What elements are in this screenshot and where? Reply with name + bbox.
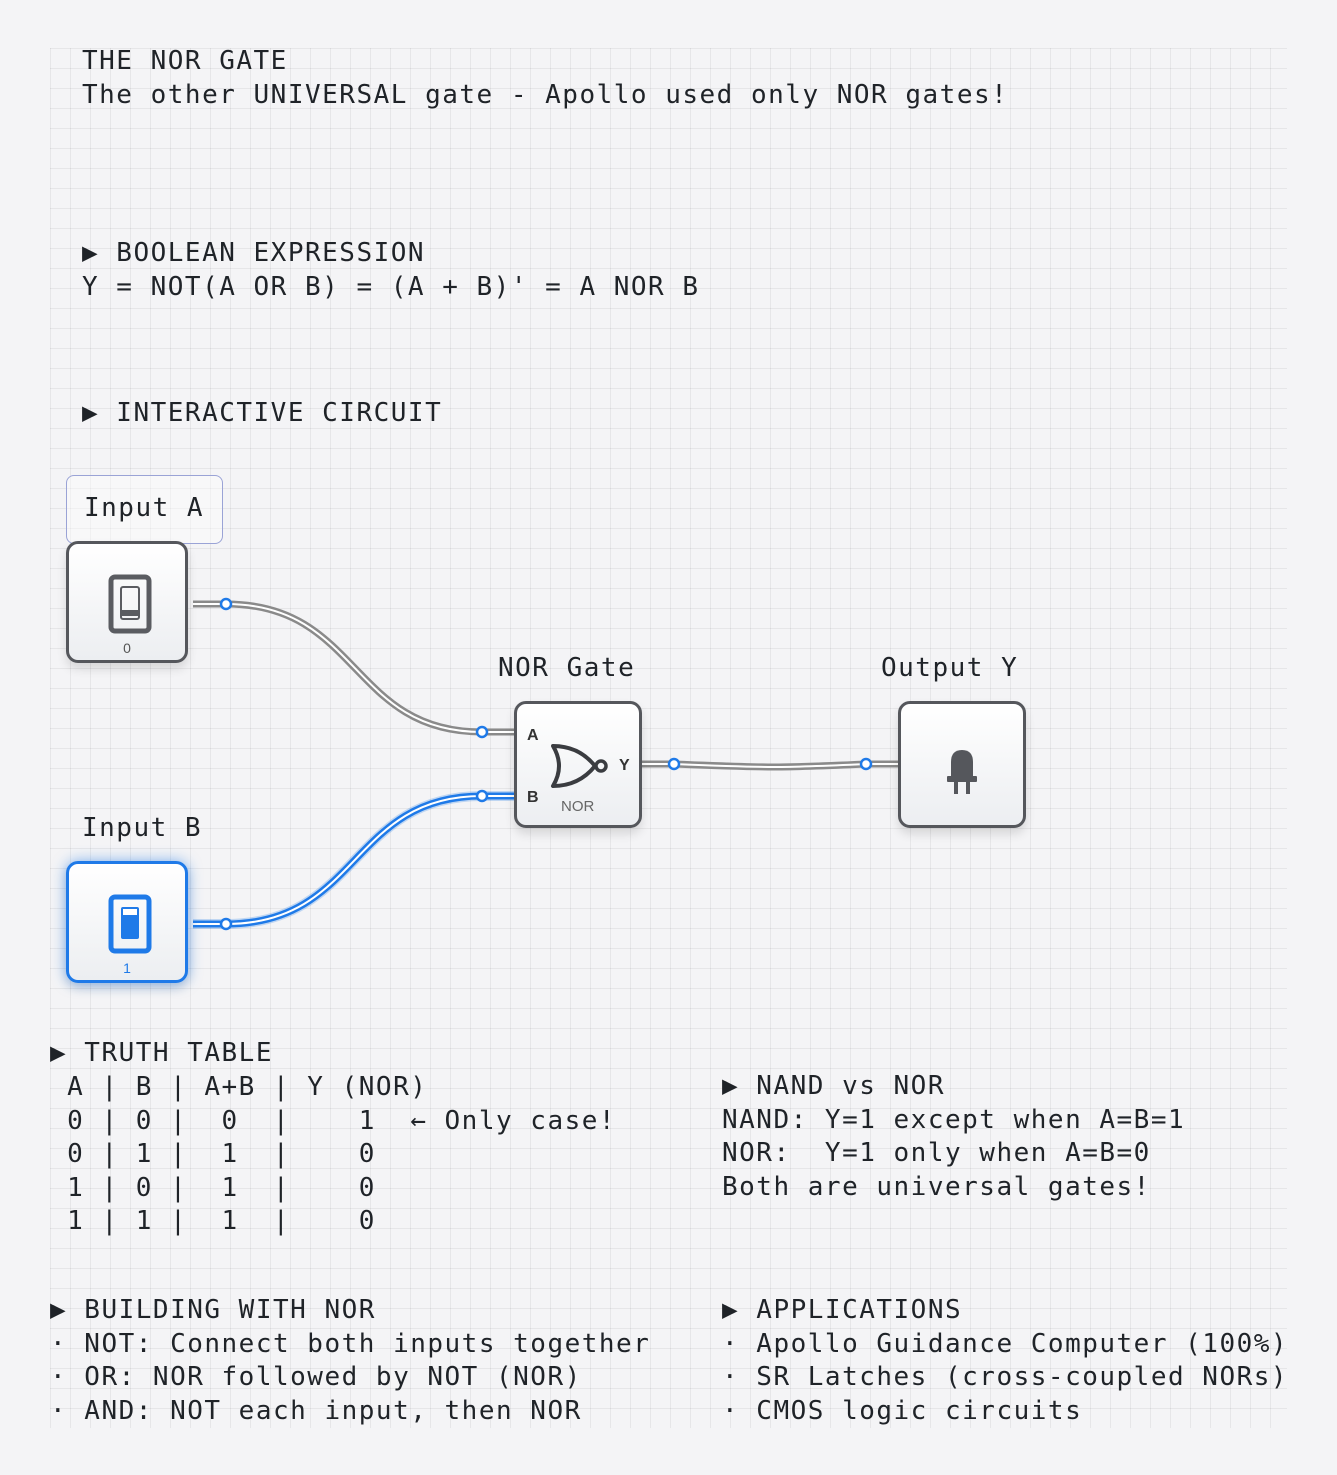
port-dot-gate-y (667, 757, 681, 771)
page-subtitle: The other UNIVERSAL gate - Apollo used o… (82, 80, 1009, 110)
output-led[interactable] (898, 701, 1026, 828)
nor-gate-symbol-icon (551, 744, 608, 788)
diagram-canvas (50, 48, 1287, 1428)
boolean-heading: ▶ BOOLEAN EXPRESSION (82, 238, 426, 268)
port-dot-b-out (219, 917, 233, 931)
page-title: THE NOR GATE (82, 46, 288, 76)
truth-table-row: 1 | 1 | 1 | 0 (50, 1206, 376, 1236)
toggle-switch-on-icon (108, 894, 152, 954)
building-heading: ▶ BUILDING WITH NOR (50, 1295, 376, 1325)
applications-item: · SR Latches (cross-coupled NORs) (722, 1362, 1289, 1392)
input-a-switch[interactable]: 0 (66, 541, 188, 663)
truth-table-header: A | B | A+B | Y (NOR) (50, 1072, 428, 1102)
gate-port-b-label: B (527, 789, 539, 806)
nand-vs-nor-line: NAND: Y=1 except when A=B=1 (722, 1105, 1186, 1135)
port-dot-gate-a (475, 725, 489, 739)
port-dot-gate-b (475, 789, 489, 803)
truth-table-row: 0 | 1 | 1 | 0 (50, 1139, 376, 1169)
building-item: · NOT: Connect both inputs together (50, 1329, 651, 1359)
input-b-value: 1 (123, 960, 131, 976)
gate-label: NOR Gate (498, 653, 636, 683)
wire-output-y[interactable] (641, 760, 899, 771)
nand-vs-nor-heading: ▶ NAND vs NOR (722, 1071, 945, 1101)
output-label: Output Y (881, 653, 1019, 683)
applications-item: · Apollo Guidance Computer (100%) (722, 1329, 1289, 1359)
truth-table-row: 1 | 0 | 1 | 0 (50, 1173, 376, 1203)
port-dot-a-out (219, 597, 233, 611)
wire-input-b[interactable] (193, 791, 515, 929)
applications-heading: ▶ APPLICATIONS (722, 1295, 963, 1325)
applications-item: · CMOS logic circuits (722, 1396, 1083, 1426)
gate-type-name: NOR (561, 798, 595, 815)
boolean-expression: Y = NOT(A OR B) = (A + B)' = A NOR B (82, 272, 700, 302)
nand-vs-nor-line: NOR: Y=1 only when A=B=0 (722, 1138, 1151, 1168)
circuit-heading: ▶ INTERACTIVE CIRCUIT (82, 398, 443, 428)
gate-port-a-label: A (527, 727, 539, 744)
wire-input-a[interactable] (193, 600, 515, 736)
input-a-label-box (66, 475, 223, 544)
input-a-label: Input A (84, 493, 205, 523)
port-dot-output-in (859, 757, 873, 771)
led-bulb-icon (947, 750, 977, 794)
nor-gate-block[interactable]: A B Y NOR (514, 701, 642, 828)
gate-port-y-label: Y (619, 757, 630, 774)
truth-table-heading: ▶ TRUTH TABLE (50, 1038, 273, 1068)
input-b-label: Input B (82, 813, 203, 843)
input-b-switch[interactable]: 1 (66, 861, 188, 983)
building-item: · OR: NOR followed by NOT (NOR) (50, 1362, 582, 1392)
truth-table-row: 0 | 0 | 0 | 1 ← Only case! (50, 1106, 617, 1136)
toggle-switch-off-icon (108, 574, 152, 634)
building-item: · AND: NOT each input, then NOR (50, 1396, 582, 1426)
input-a-value: 0 (123, 640, 131, 656)
nand-vs-nor-line: Both are universal gates! (722, 1172, 1151, 1202)
